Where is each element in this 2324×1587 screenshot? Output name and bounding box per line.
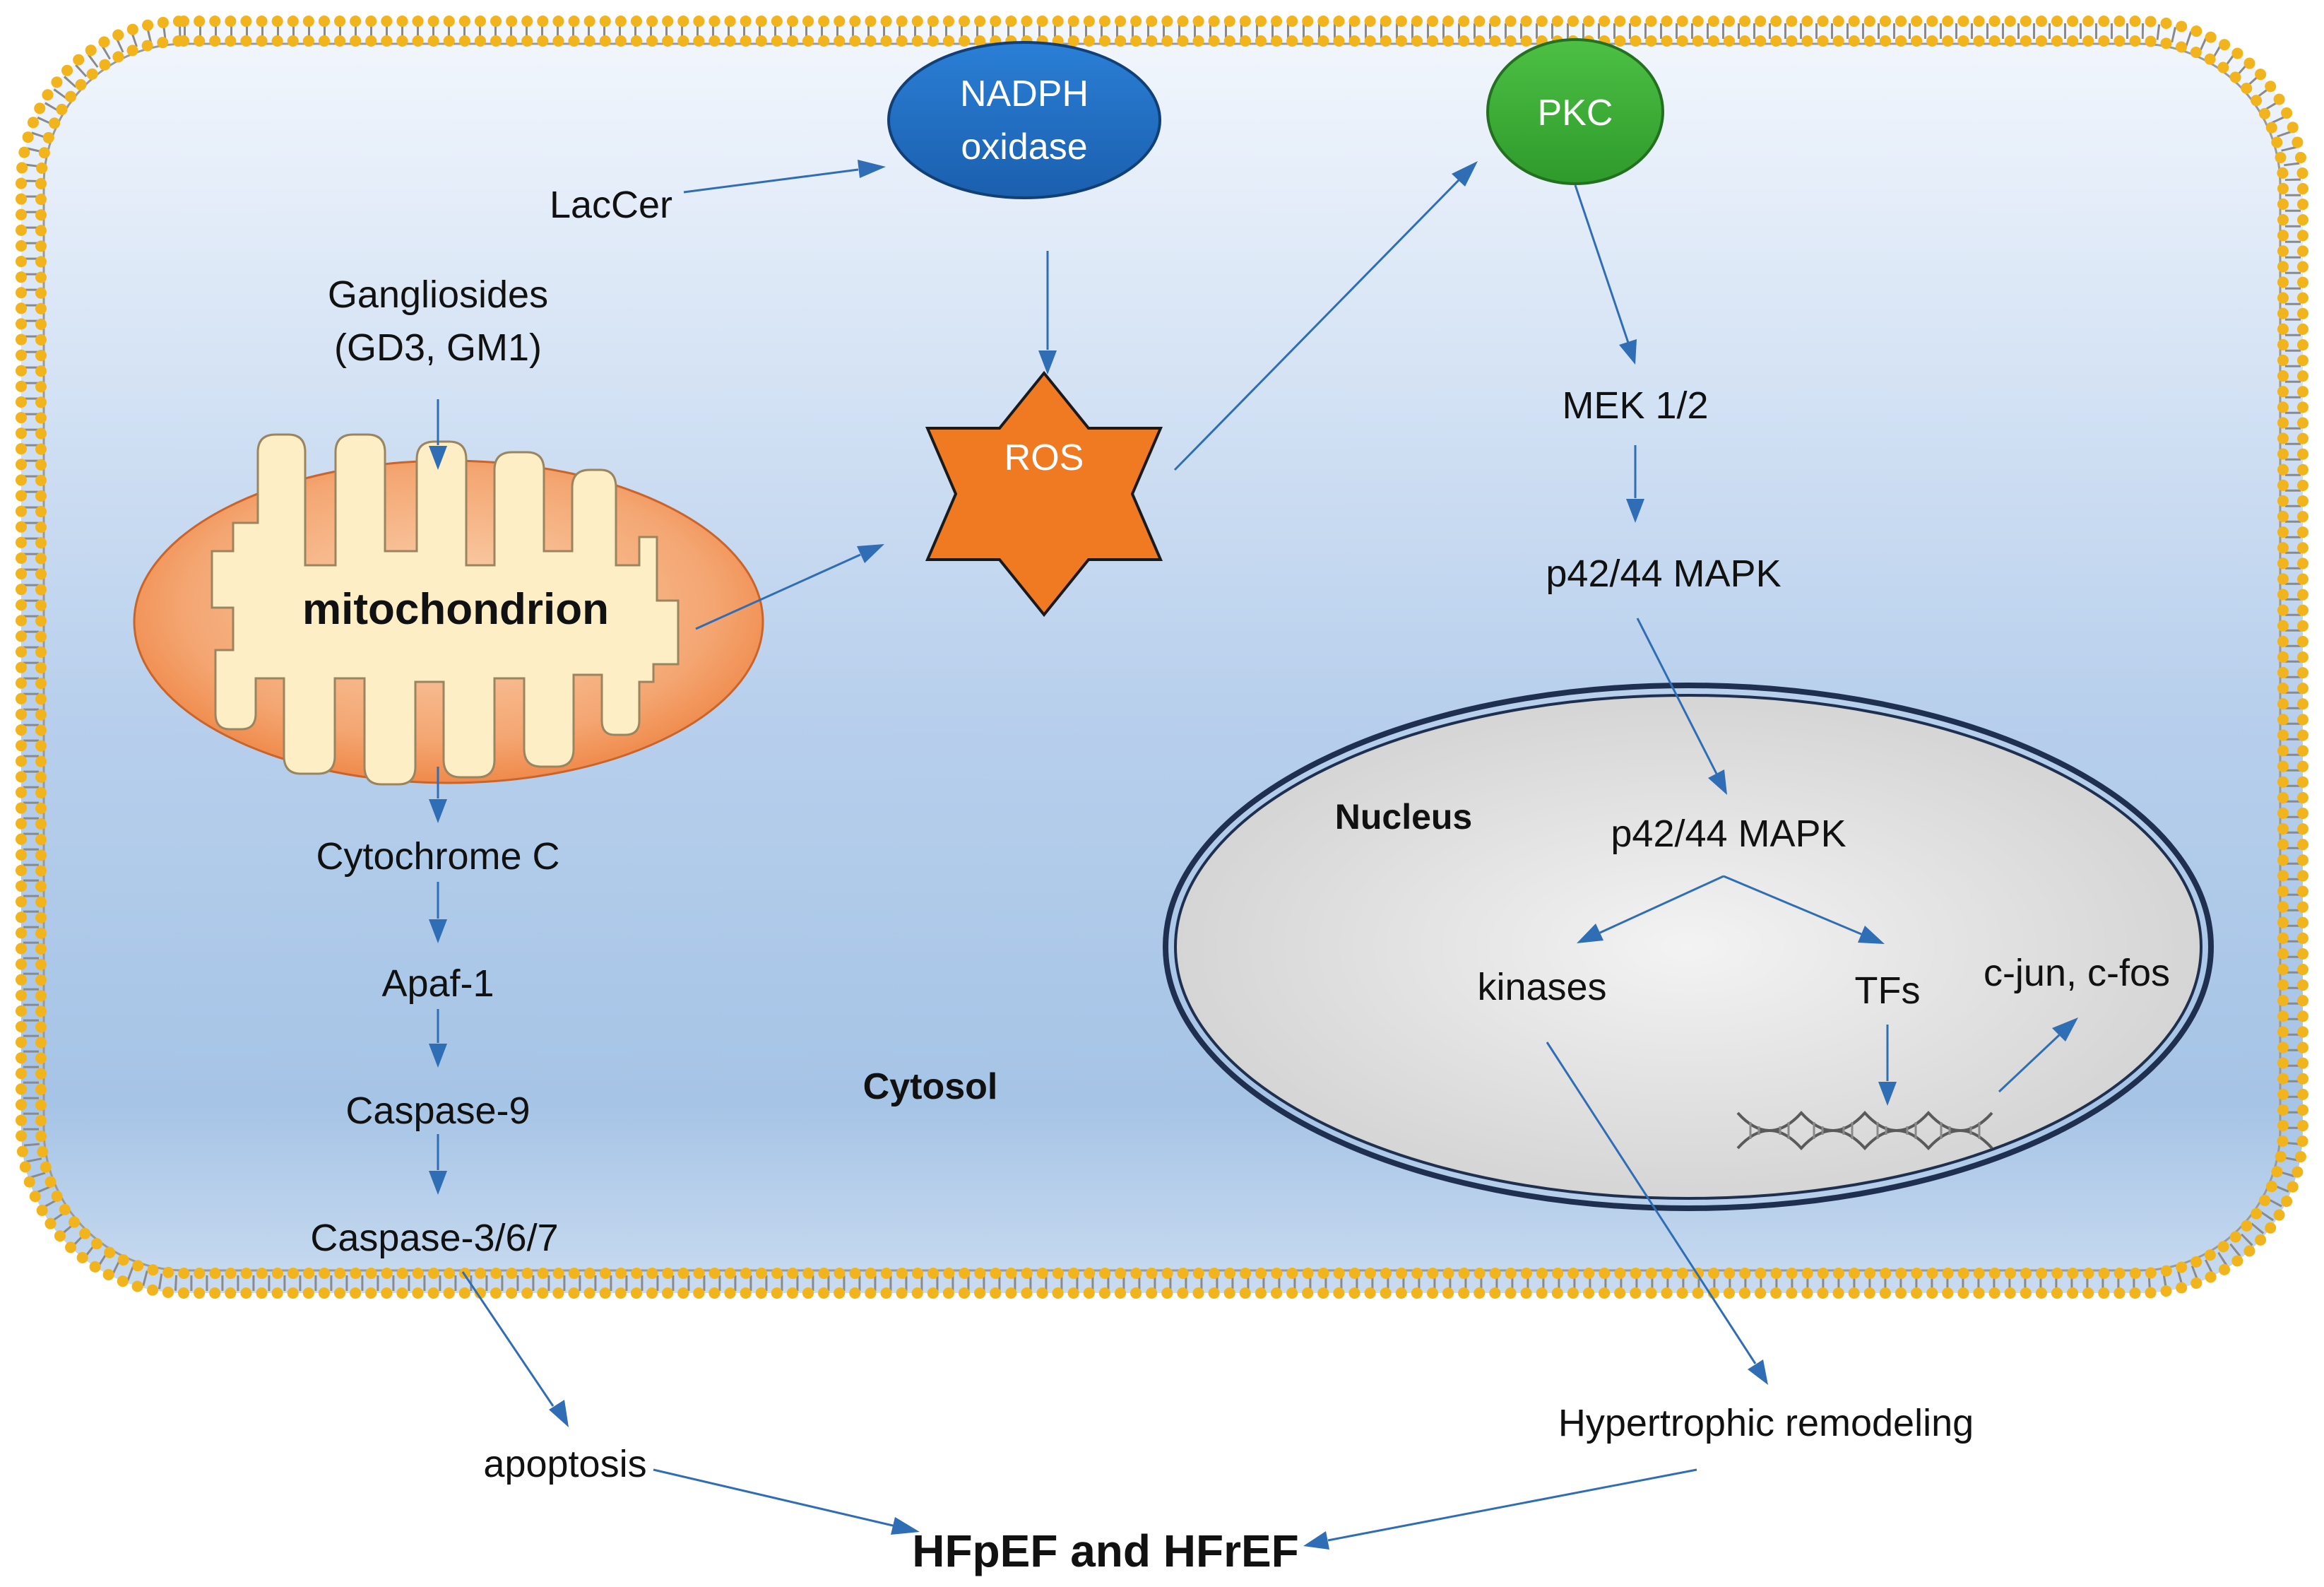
arrow-mapk-to-nuclear-mapk (1636, 618, 1727, 795)
mitochondrion-label: mitochondrion (302, 585, 609, 634)
nadph-oxidase-node: NADPH oxidase (887, 41, 1161, 199)
kinases-label: kinases (1477, 966, 1606, 1008)
arrow-dna-to-cjun (1998, 1017, 2078, 1093)
cytochrome-c-label: Cytochrome C (316, 835, 559, 878)
hypertrophic-label: Hypertrophic remodeling (1558, 1402, 1974, 1444)
mapk-cytosol-label: p42/44 MAPK (1546, 553, 1781, 595)
ros-star-shape (925, 370, 1163, 618)
arrow-hypertrophic-to-outcome (1303, 1468, 1697, 1550)
ros-node: ROS (925, 370, 1163, 618)
arrows (429, 160, 2078, 1550)
arrow-apaf-to-caspase9 (429, 1009, 447, 1068)
arrow-mek-to-mapk (1626, 445, 1644, 523)
laccer-label: LacCer (550, 184, 672, 226)
nucleus-label: Nucleus (1335, 797, 1473, 837)
nadph-label-line2: oxidase (961, 126, 1087, 167)
apoptosis-label: apoptosis (483, 1443, 646, 1485)
tfs-label: TFs (1855, 969, 1921, 1012)
outcome-label: HFpEF and HFrEF (912, 1526, 1299, 1576)
arrow-caspase9-to-caspase367 (429, 1134, 447, 1195)
gangliosides-label-line2: (GD3, GM1) (334, 326, 542, 369)
arrow-mapk-to-kinases (1577, 875, 1724, 943)
nadph-label-line1: NADPH (960, 73, 1089, 114)
apaf1-label: Apaf-1 (381, 962, 494, 1005)
membrane-inner-heads (35, 35, 2289, 1279)
cjun-cfos-label: c-jun, c-fos (1984, 952, 2170, 994)
arrow-mito-to-cytochrome (429, 767, 447, 823)
nucleus: Nucleus (1163, 683, 2214, 1211)
mitochondrion: mitochondrion (133, 433, 764, 786)
arrow-pkc-to-mek (1574, 184, 1637, 365)
arrow-laccer-to-nadph (683, 160, 886, 194)
cytosol-label: Cytosol (863, 1066, 998, 1107)
mapk-nucleus-label: p42/44 MAPK (1611, 813, 1846, 855)
arrow-caspase367-to-apoptosis (461, 1271, 569, 1427)
labels: LacCer Gangliosides (GD3, GM1) MEK 1/2 p… (310, 184, 2170, 1576)
arrow-gangliosides-to-mito (429, 399, 447, 470)
arrow-kinases-to-hypertrophic (1546, 1042, 1768, 1385)
caspase367-label: Caspase-3/6/7 (310, 1217, 558, 1259)
caspase9-label: Caspase-9 (345, 1090, 530, 1132)
gangliosides-label-line1: Gangliosides (328, 273, 548, 316)
arrow-nadph-to-ros (1038, 251, 1057, 374)
mek-label: MEK 1/2 (1562, 384, 1708, 427)
arrow-apoptosis-to-outcome (653, 1468, 920, 1535)
arrow-tfs-to-dna (1878, 1025, 1897, 1106)
dna-helix-icon (1736, 1111, 1993, 1150)
arrow-cytochrome-to-apaf (429, 882, 447, 943)
ros-label: ROS (1004, 437, 1084, 478)
arrow-ros-to-pkc (1173, 161, 1478, 471)
arrow-mapk-to-tfs (1723, 875, 1885, 944)
membrane-outer-heads (16, 16, 2308, 1299)
mitochondrion-cristae (211, 433, 680, 786)
pkc-label: PKC (1538, 93, 1613, 134)
arrow-mito-to-ros (695, 544, 884, 630)
pkc-node: PKC (1486, 38, 1664, 185)
